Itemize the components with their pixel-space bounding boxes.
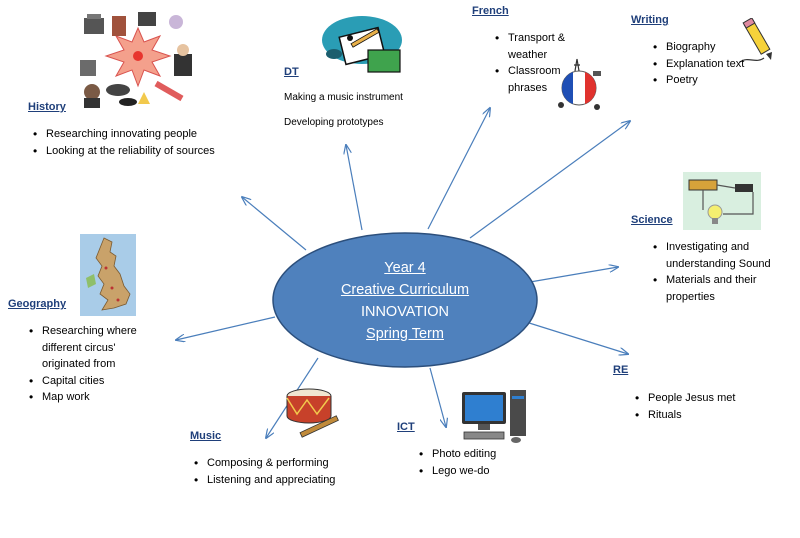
geography-list: Researching where different circus' orig… <box>24 323 160 406</box>
french-list: Transport & weather Classroom phrases <box>490 30 588 96</box>
re-heading: RE <box>613 364 629 376</box>
science-list: Investigating and understanding Sound Ma… <box>648 239 786 305</box>
hub-line-2: Creative Curriculum <box>340 281 470 298</box>
list-item: Composing & performing <box>194 455 377 472</box>
history-heading: History <box>28 101 66 113</box>
science-heading: Science <box>631 214 673 226</box>
list-item: Poetry <box>653 72 800 89</box>
french-heading: French <box>472 5 509 17</box>
ict-heading: ICT <box>397 421 415 433</box>
writing-heading: Writing <box>631 14 669 26</box>
list-item: Biography <box>653 39 800 56</box>
ict-list: Photo editing Lego we-do <box>414 446 542 479</box>
hub-line-3: INNOVATION <box>360 303 450 320</box>
list-item: Investigating and understanding Sound <box>653 239 786 272</box>
list-item: Listening and appreciating <box>194 472 377 489</box>
hub-ellipse <box>272 232 538 368</box>
list-item: Explanation text <box>653 56 800 73</box>
arrow-writing <box>469 121 630 239</box>
music-list: Composing & performing Listening and app… <box>189 455 377 488</box>
list-item: People Jesus met <box>635 390 788 407</box>
uk-map-image <box>80 234 136 316</box>
arrow-ict <box>429 367 446 427</box>
hub-text: Year 4 Creative Curriculum INNOVATION Sp… <box>272 233 538 368</box>
list-item: Looking at the reliability of sources <box>33 143 286 160</box>
list-item: Lego we-do <box>419 463 542 480</box>
list-item: Rituals <box>635 407 788 424</box>
list-item: Materials and their properties <box>653 272 786 305</box>
list-item: Capital cities <box>29 373 160 390</box>
science-circuit-image <box>683 172 761 230</box>
arrow-re <box>525 321 628 354</box>
list-item: Classroom phrases <box>495 63 588 96</box>
arrow-science <box>529 267 618 283</box>
list-item: Transport & weather <box>495 30 588 63</box>
history-list: Researching innovating people Looking at… <box>28 126 286 159</box>
list-item: Researching innovating people <box>33 126 286 143</box>
dt-item: Developing prototypes <box>284 117 384 128</box>
list-item: Map work <box>29 389 160 406</box>
ict-computer-image <box>462 390 526 443</box>
hub-line-4: Spring Term <box>366 325 444 342</box>
arrow-dt <box>346 145 363 231</box>
arrow-geography <box>176 316 276 340</box>
music-heading: Music <box>190 430 222 442</box>
writing-list: Biography Explanation text Poetry <box>648 39 800 89</box>
history-collage-image <box>80 12 192 108</box>
dt-drawing-image <box>322 16 402 73</box>
re-list: People Jesus met Rituals <box>630 390 788 423</box>
dt-item: Making a music instrument <box>284 92 403 103</box>
list-item: Researching where different circus' orig… <box>29 323 160 373</box>
arrow-history <box>242 197 307 251</box>
geography-heading: Geography <box>8 298 67 310</box>
hub-line-1: Year 4 <box>384 259 426 276</box>
dt-heading: DT <box>284 66 299 78</box>
arrow-french <box>427 108 490 230</box>
list-item: Photo editing <box>419 446 542 463</box>
music-drum-image <box>286 388 339 438</box>
